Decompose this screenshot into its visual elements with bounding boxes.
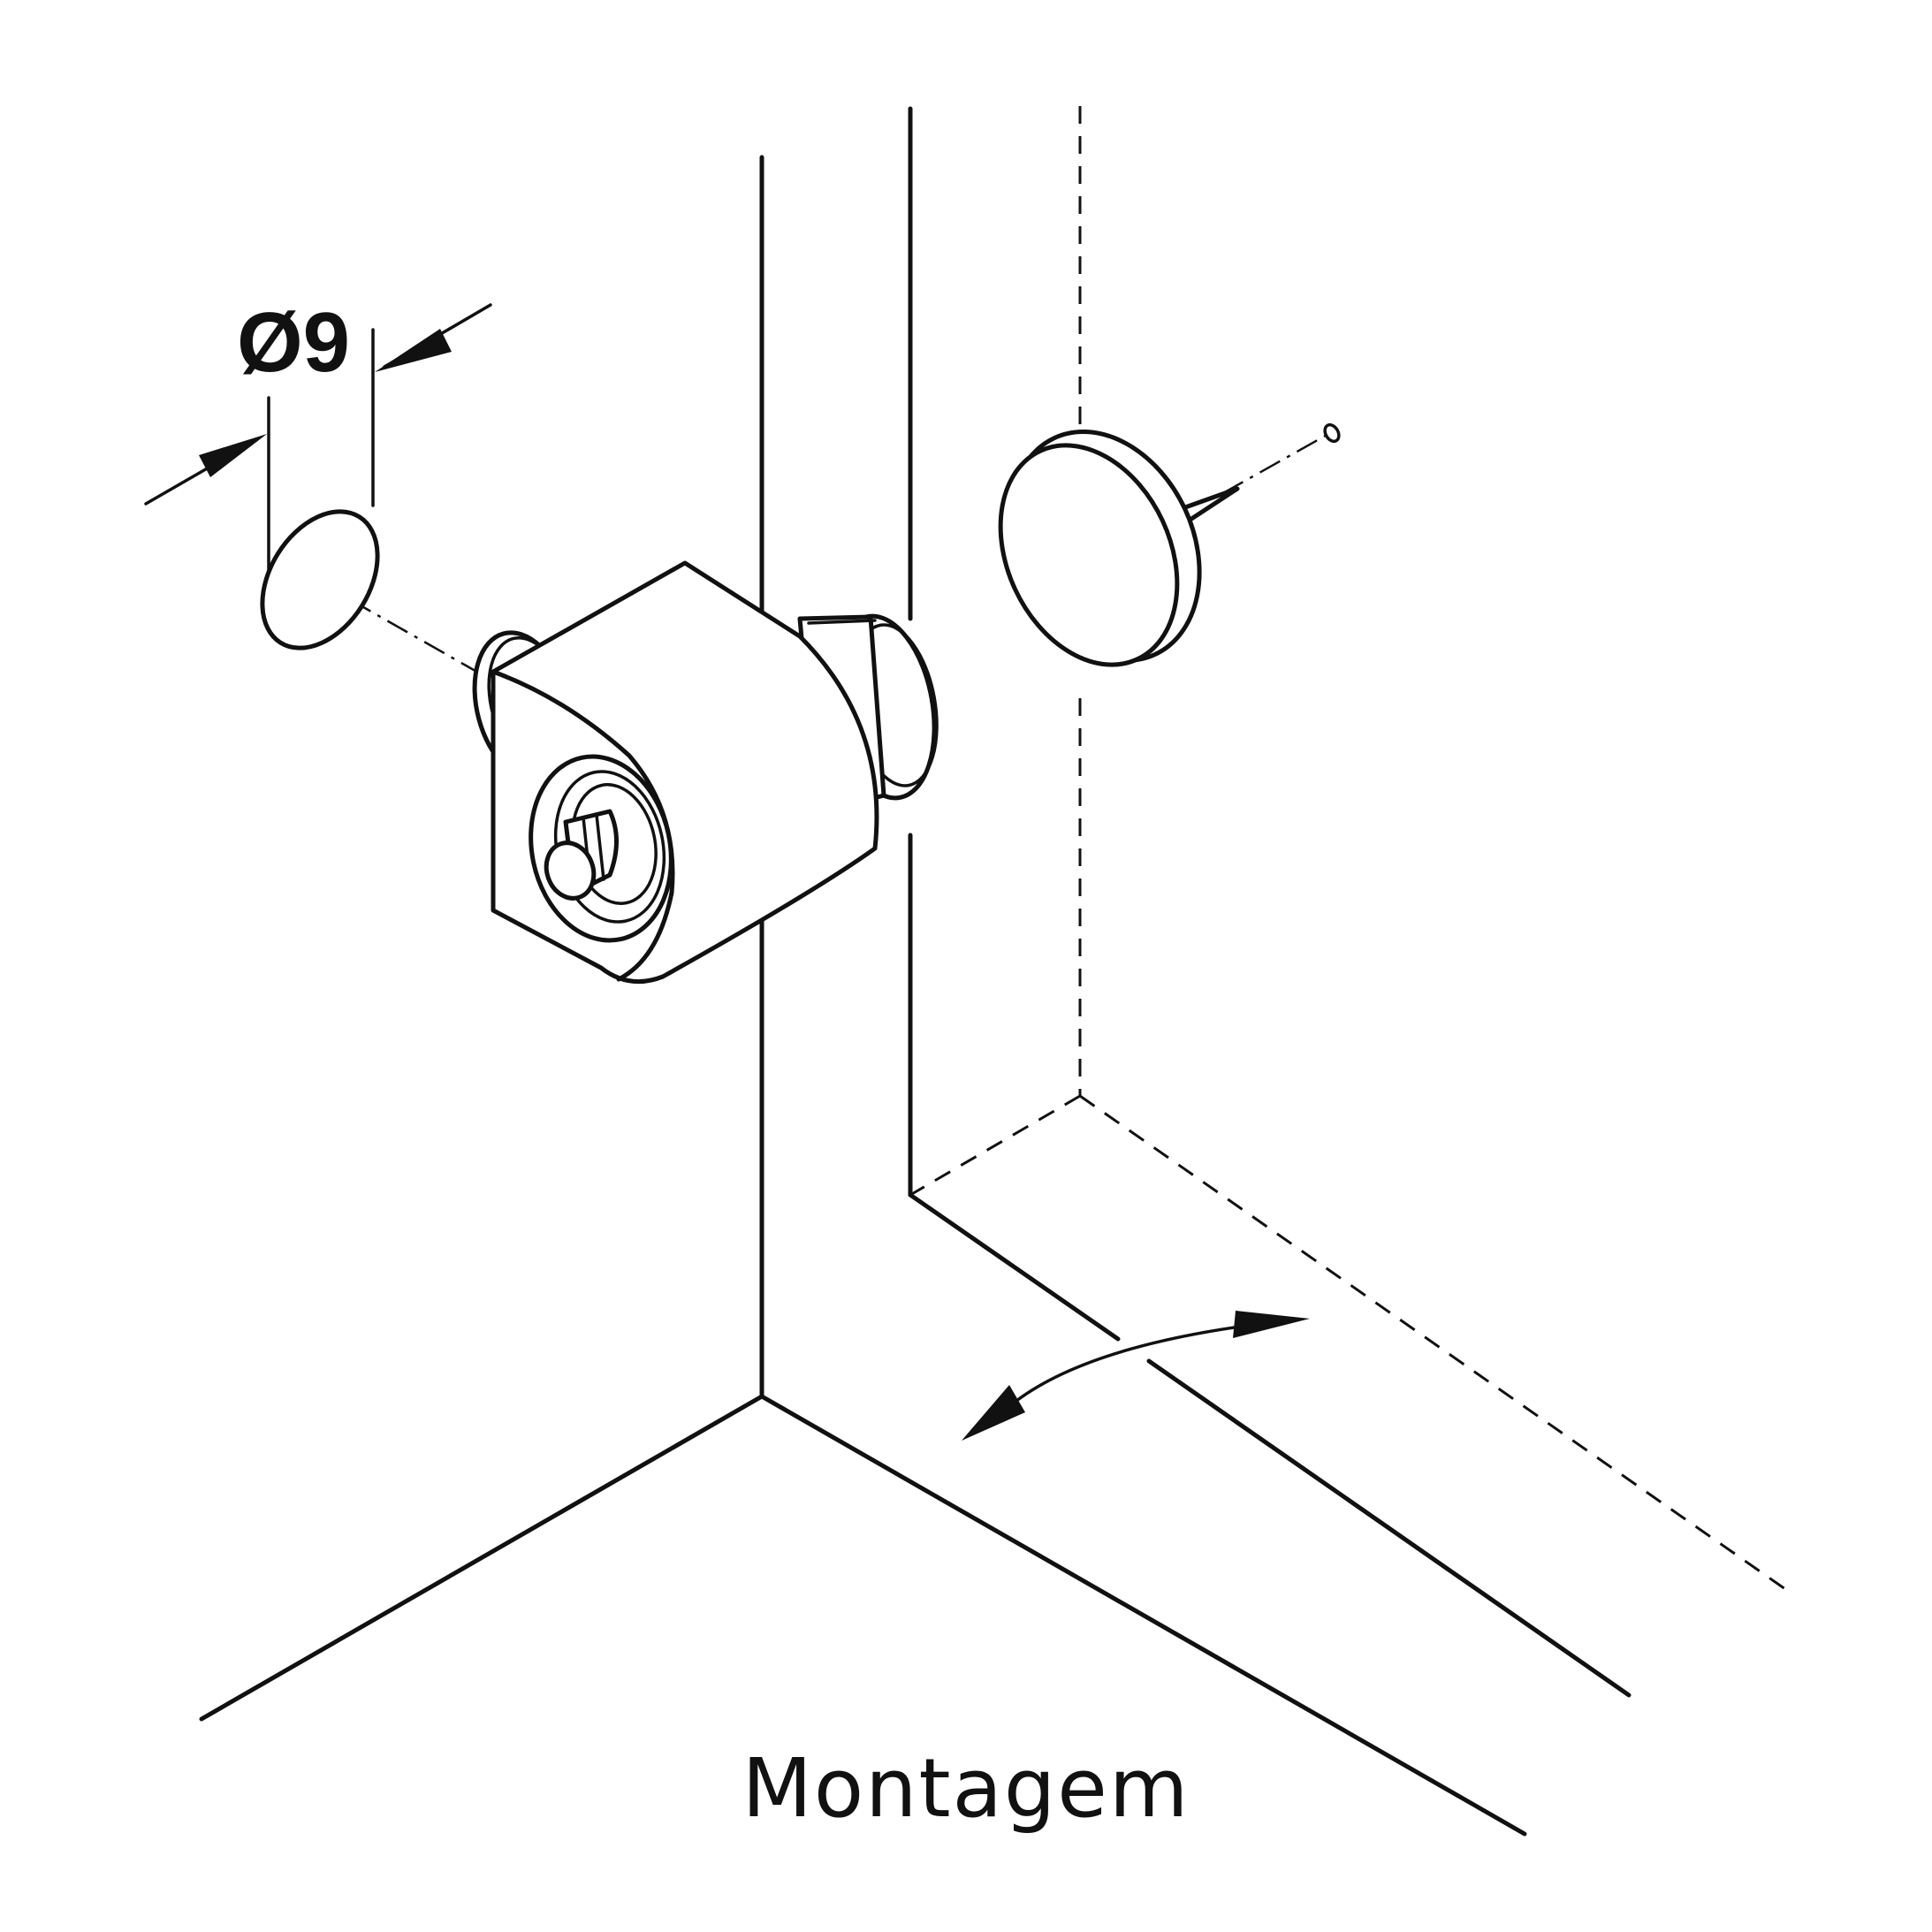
cabinet-side-panel: [199, 155, 1527, 1837]
striker-plate-face: [998, 443, 1180, 667]
striker-axis-line: [1148, 431, 1331, 536]
diameter-dimension: Ø9: [144, 295, 492, 576]
door-open-outline: [909, 106, 1795, 1597]
dimension-arrowhead-left: [199, 434, 267, 477]
swing-arrowhead-left: [962, 1385, 1025, 1441]
door-swing-arrow: [962, 1311, 1310, 1441]
diameter-label: Ø9: [237, 295, 350, 390]
door-closed: [908, 106, 1632, 1698]
caption: Montagem: [742, 1741, 1190, 1836]
cover-cap: [260, 509, 380, 650]
threaded-stud: [544, 809, 619, 901]
swing-arrowhead-right: [1233, 1311, 1310, 1338]
striker-plate: [998, 422, 1341, 667]
magnetic-catch: [472, 560, 939, 985]
dimension-arrowhead-right: [375, 329, 452, 372]
